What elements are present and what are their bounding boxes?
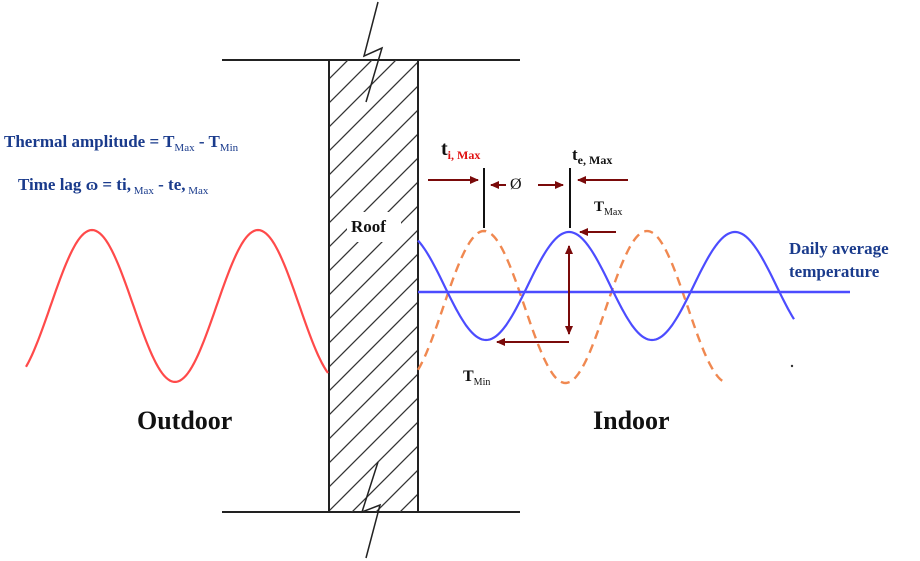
break-symbol-top: [362, 1, 384, 103]
outdoor-label: Outdoor: [137, 406, 233, 435]
t-max-main: T: [594, 199, 605, 215]
roof-wall: [222, 1, 520, 559]
phase-symbol: Ø: [510, 176, 522, 193]
annotations: [428, 168, 628, 346]
time-lag-prefix: Time lag: [18, 175, 86, 194]
time-lag-sub1: Max: [130, 185, 154, 197]
time-lag-formula: Time lag ɷ = ti, Max - te, Max: [18, 176, 208, 197]
time-lag-sub2: Max: [185, 185, 209, 197]
t-max-sub: Max: [604, 207, 623, 218]
t-max-label: TMax: [594, 200, 622, 218]
roof-label-background: [347, 212, 401, 242]
t-min-main: T: [463, 368, 474, 385]
outdoor-temperature-wave: [25, 228, 329, 383]
te-max-sub: e, Max: [577, 153, 613, 167]
roof-label: Roof: [351, 217, 386, 236]
te-max-label: te, Max: [572, 146, 612, 166]
time-lag-mid1: = ti,: [98, 175, 131, 194]
daily-average-label-line1: Daily average: [789, 239, 889, 258]
time-lag-mid2: - te,: [153, 175, 186, 194]
break-symbol-bottom: [360, 461, 382, 559]
time-lag-symbol: ɷ: [85, 175, 99, 194]
indoor-temperature-wave: [417, 230, 795, 342]
thermal-amplitude-prefix: Thermal amplitude = T: [4, 132, 175, 151]
ti-max-sub: i, Max: [447, 148, 481, 162]
thermal-amplitude-mid: - T: [194, 132, 220, 151]
daily-average-label-line2: temperature: [789, 261, 880, 281]
thermal-amplitude-formula: Thermal amplitude = TMax - TMin: [4, 133, 238, 154]
indoor-label: Indoor: [593, 406, 670, 435]
thermal-amplitude-sub-min: Min: [219, 142, 239, 154]
ti-max-main: t: [441, 138, 448, 160]
outdoor-reference-dashed-wave: [416, 229, 727, 385]
daily-average-label: Daily average temperature: [789, 238, 889, 284]
te-max-main: t: [572, 145, 578, 164]
stray-dot: [790, 364, 794, 368]
wall-hatch-fill: [329, 60, 418, 512]
thermal-amplitude-sub-max: Max: [174, 142, 195, 154]
t-min-label: TMin: [463, 369, 490, 388]
ti-max-label: ti, Max: [441, 139, 480, 161]
t-min-sub: Min: [473, 377, 491, 388]
